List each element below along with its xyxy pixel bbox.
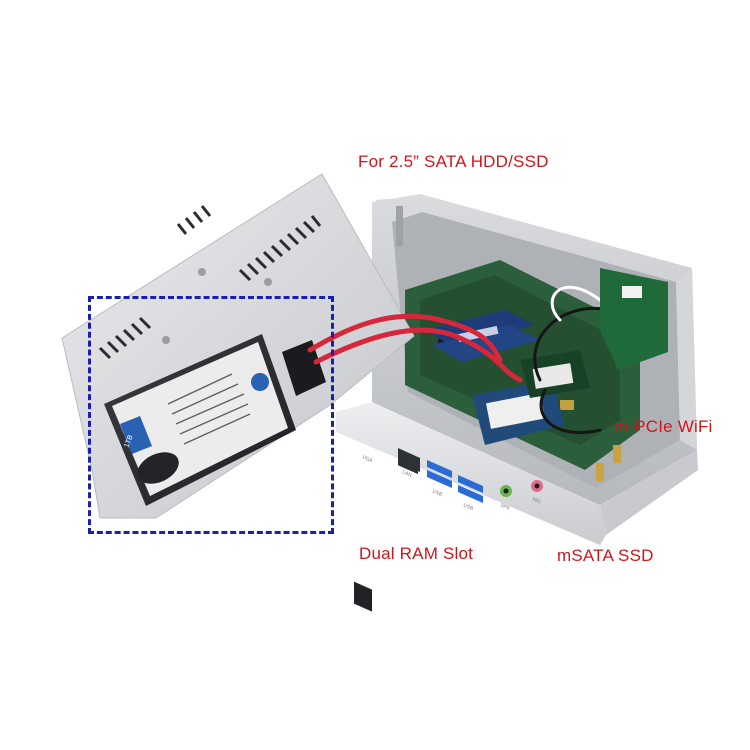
- port-usb-label-2: USB: [462, 502, 474, 512]
- label-mpcie-wifi: m-PCIe WiFi: [614, 417, 713, 436]
- wifi-card: [520, 350, 590, 398]
- label-dual-ram-slot: Dual RAM Slot: [359, 544, 474, 563]
- io-daughter-board: [600, 268, 668, 370]
- port-lan-label: LAN: [401, 469, 413, 479]
- port-vga-label: VGA: [361, 454, 374, 464]
- port-usb-label-1: USB: [431, 488, 443, 498]
- lid-vents-upper: [176, 205, 322, 282]
- sata-cable: [307, 313, 523, 383]
- hdd-capacity: 1TB: [123, 434, 134, 449]
- front-ports: [354, 445, 621, 612]
- port-legends: VGA LAN USB USB SPK MIC: [361, 454, 542, 512]
- label-sata-hdd-ssd: For 2.5” SATA HDD/SSD: [358, 152, 549, 171]
- hdd: [104, 334, 326, 506]
- label-msata-ssd: mSATA SSD: [557, 546, 654, 565]
- port-mic-label: MIC: [531, 496, 542, 505]
- hdd-highlight-box: [88, 296, 334, 534]
- lid-vents-lower: [98, 316, 152, 360]
- port-spk-label: SPK: [499, 502, 511, 512]
